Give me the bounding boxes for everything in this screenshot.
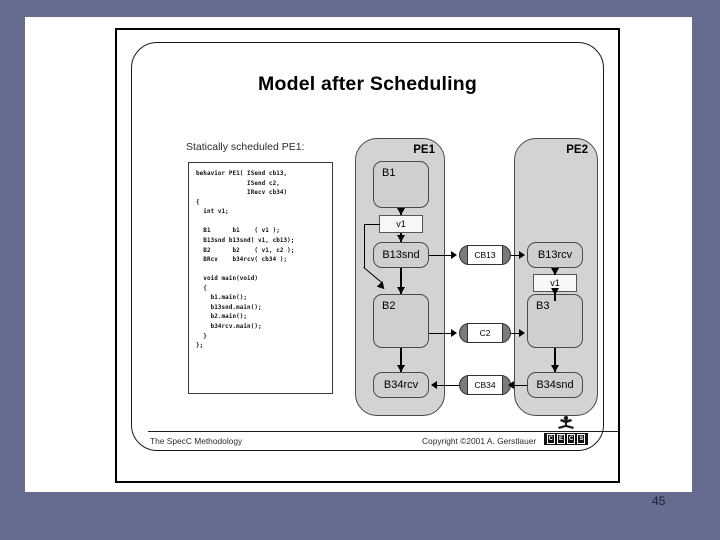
figure-frame: Model after Scheduling Statically schedu… xyxy=(115,28,620,483)
block-b13snd[interactable]: B13snd xyxy=(373,242,429,268)
variable-v1-pe2-label: v1 xyxy=(550,278,560,288)
channel-cb13[interactable]: CB13 xyxy=(459,245,511,265)
connector-cb13-to-b13rcv xyxy=(511,254,521,256)
arrowhead-b3-to-b34snd xyxy=(550,365,559,372)
connector-b2-to-b34rcv xyxy=(399,348,403,372)
connector-b13snd-to-cb13 xyxy=(429,254,453,256)
channel-cb34[interactable]: CB34 xyxy=(459,375,511,395)
statically-scheduled-caption: Statically scheduled PE1: xyxy=(186,141,305,153)
arrowhead-cb13-to-b13rcv xyxy=(519,251,525,259)
cecs-logo-plate: C E C S xyxy=(544,433,588,445)
connector-v1-hook-vertical xyxy=(364,224,366,268)
channel-cb34-label: CB34 xyxy=(467,375,503,395)
connector-cb34-to-b34rcv xyxy=(435,384,459,386)
cecs-letter-c1: C xyxy=(546,434,555,444)
cecs-letter-s: S xyxy=(577,434,586,444)
connector-b13snd-to-b2 xyxy=(399,268,403,294)
cecs-letter-c2: C xyxy=(567,434,576,444)
figure-title: Model after Scheduling xyxy=(258,73,477,95)
channel-cb13-label: CB13 xyxy=(467,245,503,265)
pe2-title: PE2 xyxy=(566,144,588,156)
arrowhead-b2-to-c2 xyxy=(451,329,457,337)
block-b13snd-label: B13snd xyxy=(382,249,420,261)
block-b3[interactable]: B3 xyxy=(527,294,583,348)
connector-v1-hook-horizontal xyxy=(364,224,380,226)
arrowhead-b13rcv-to-v1 xyxy=(550,268,559,275)
connector-b3-to-b34snd xyxy=(553,348,557,372)
slide-page: Model after Scheduling Statically schedu… xyxy=(25,17,692,492)
block-b34rcv[interactable]: B34rcv xyxy=(373,372,429,398)
footer-methodology-text: The SpecC Methodology xyxy=(150,436,243,446)
block-b3-label: B3 xyxy=(536,300,550,312)
block-b13rcv-label: B13rcv xyxy=(537,249,573,261)
block-b2[interactable]: B2 xyxy=(373,294,429,348)
code-listing-text: behavior PE1( ISend cb13, ISend c2, IRec… xyxy=(196,171,295,350)
variable-v1-pe1: v1 xyxy=(379,215,423,233)
channel-c2[interactable]: C2 xyxy=(459,323,511,343)
connector-b34snd-to-cb34 xyxy=(511,384,527,386)
block-b34snd[interactable]: B34snd xyxy=(527,372,583,398)
block-b34snd-label: B34snd xyxy=(536,379,574,391)
arrowhead-b13snd-to-cb13 xyxy=(451,251,457,259)
block-b13rcv[interactable]: B13rcv xyxy=(527,242,583,268)
arrowhead-v1-to-b3 xyxy=(550,288,559,295)
block-b34rcv-label: B34rcv xyxy=(383,379,419,391)
block-b1-label: B1 xyxy=(382,167,396,179)
block-b2-label: B2 xyxy=(382,300,396,312)
block-b1[interactable]: B1 xyxy=(373,161,429,208)
footer-copyright-text: Copyright ©2001 A. Gerstlauer xyxy=(422,436,537,446)
channel-c2-label: C2 xyxy=(467,323,503,343)
arrowhead-v1-to-b13snd xyxy=(396,235,405,242)
arrowhead-b2-to-b34rcv xyxy=(396,365,405,372)
page-number: 45 xyxy=(652,494,666,508)
arrowhead-b1-to-v1 xyxy=(396,208,405,215)
cecs-letter-e: E xyxy=(556,434,565,444)
connector-v1-to-b3 xyxy=(553,292,557,301)
pe1-title: PE1 xyxy=(413,144,435,156)
code-listing-box: behavior PE1( ISend cb13, ISend c2, IRec… xyxy=(188,162,333,394)
arrowhead-cb34-to-b34rcv xyxy=(431,381,437,389)
cecs-logo: C E C S xyxy=(544,415,588,445)
arrowhead-b34snd-to-cb34 xyxy=(508,381,514,389)
variable-v1-pe1-label: v1 xyxy=(396,219,406,229)
cecs-logo-figure-icon xyxy=(558,416,574,429)
figure-inner-rounded-panel: Model after Scheduling Statically schedu… xyxy=(131,42,618,451)
connector-c2-to-b3 xyxy=(511,332,521,334)
arrowhead-b13snd-to-b2 xyxy=(396,287,405,294)
footer-divider xyxy=(148,431,618,433)
connector-b2-to-c2 xyxy=(429,332,453,334)
arrowhead-c2-to-b3 xyxy=(519,329,525,337)
